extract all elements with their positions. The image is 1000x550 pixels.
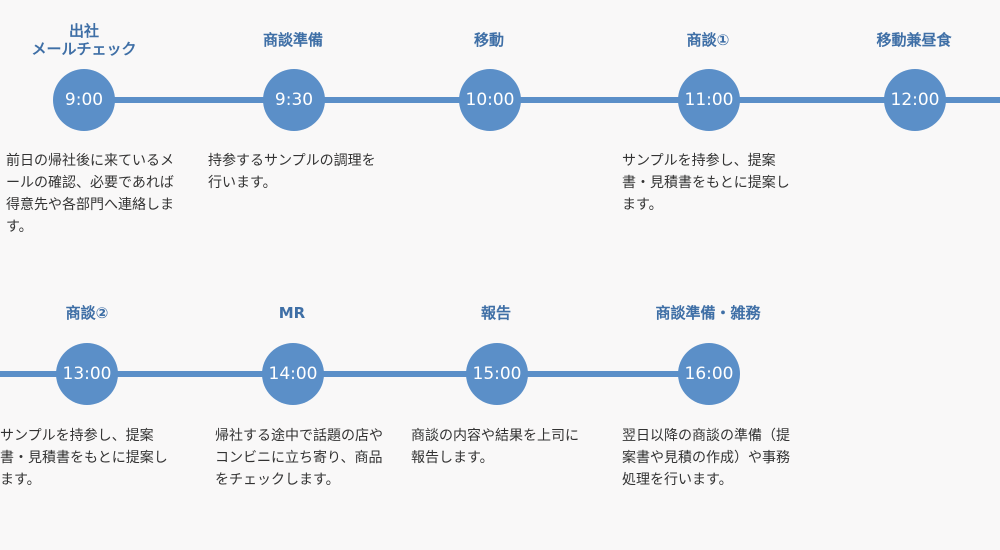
event-title: 商談②	[65, 304, 109, 322]
event-description: 帰社する途中で話題の店やコンビニに立ち寄り、商品をチェックします。	[215, 428, 383, 488]
event-description: 前日の帰社後に来ているメールの確認、必要であれば得意先や各部門へ連絡します。	[6, 153, 174, 235]
event-title: 移動	[473, 31, 504, 49]
event-title: 商談①	[686, 31, 730, 49]
event-title: 商談準備・雑務	[655, 304, 761, 322]
time-node: 15:00	[466, 343, 528, 405]
timeline-line-row1	[80, 97, 1000, 103]
time-node: 14:00	[262, 343, 324, 405]
time-node: 13:00	[56, 343, 118, 405]
event-description: サンプルを持参し、提案書・見積書をもとに提案します。	[0, 428, 168, 488]
time-node: 10:00	[459, 69, 521, 131]
event-description: 翌日以降の商談の準備（提案書や見積の作成）や事務処理を行います。	[622, 428, 790, 488]
event-description: 商談の内容や結果を上司に報告します。	[411, 428, 579, 466]
event-title: 商談準備	[262, 31, 323, 49]
event-description: サンプルを持参し、提案書・見積書をもとに提案します。	[622, 153, 790, 213]
timeline-line-row2	[0, 371, 710, 377]
event-title: MR	[278, 304, 306, 322]
time-node: 9:00	[53, 69, 115, 131]
event-title: 出社 メールチェック	[31, 22, 137, 58]
time-node: 9:30	[263, 69, 325, 131]
time-node: 12:00	[884, 69, 946, 131]
event-title: 報告	[480, 304, 511, 322]
time-node: 11:00	[678, 69, 740, 131]
event-description: 持参するサンプルの調理を行います。	[208, 153, 376, 191]
time-node: 16:00	[678, 343, 740, 405]
event-title: 移動兼昼食	[876, 31, 952, 49]
